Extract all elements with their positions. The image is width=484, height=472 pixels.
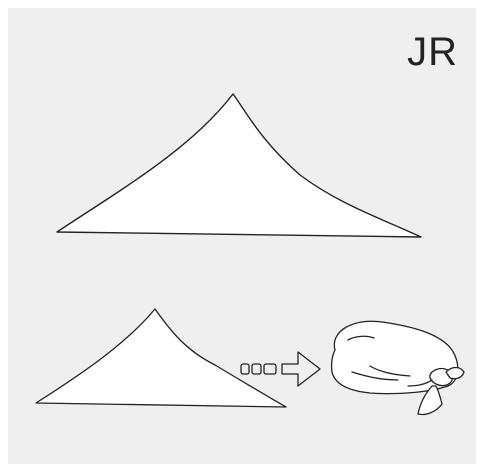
tied-head-scarf-icon xyxy=(332,321,464,414)
dotted-arrow-right-icon xyxy=(241,352,320,386)
triangle-bandana-small-icon xyxy=(36,309,286,407)
size-code-label: JR xyxy=(407,32,458,72)
triangle-bandana-icon xyxy=(57,94,421,237)
